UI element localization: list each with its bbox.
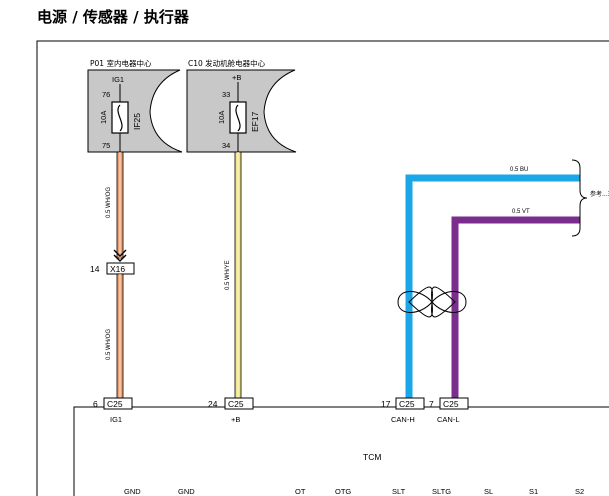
module-pin-label: GND <box>124 487 141 496</box>
module-name: TCM <box>363 452 381 462</box>
pin-signal: +B <box>231 415 240 424</box>
pin-number: 34 <box>222 141 230 150</box>
connector-name: C25 <box>228 399 244 409</box>
fuse-box-c10: C10 发动机舱电器中心 +B 33 10A EF17 34 <box>186 58 297 153</box>
pin-number: 24 <box>208 399 218 409</box>
wire-ig1: 0.5 WH/OG X16 14 0.5 WH/OG <box>90 151 135 399</box>
module-pin-label: SLTG <box>432 487 451 496</box>
pin-number: 76 <box>102 90 110 99</box>
twisted-pair-symbol <box>397 291 467 313</box>
module-pin-label: OTG <box>335 487 351 496</box>
pin-signal: IG1 <box>110 415 122 424</box>
fuse-box-label: C10 发动机舱电器中心 <box>188 58 266 68</box>
pin-number: 17 <box>381 399 391 409</box>
supply-label: +B <box>232 73 241 82</box>
fuse-box-p01: P01 室内电器中心 IG1 76 10A IF25 75 <box>87 58 183 153</box>
module-pin-label: SL <box>484 487 493 496</box>
reference-note: 参考...车载... <box>590 190 609 198</box>
tcm-pin-connector <box>103 397 133 410</box>
wire-can-h: 0.5 BU <box>405 167 580 398</box>
pin-number: 6 <box>93 399 98 409</box>
pin-number: 75 <box>102 141 110 150</box>
module-pin-label: S2 <box>575 487 584 496</box>
wire-b-plus: 0.5 WH/YE <box>225 151 242 399</box>
module-pin-label: S1 <box>529 487 538 496</box>
pin-signal: CAN-H <box>391 415 415 424</box>
module-pin-label: SLT <box>392 487 406 496</box>
tcm-pin-connector <box>224 397 254 410</box>
pin-number: 33 <box>222 90 230 99</box>
pin-number: 14 <box>90 264 100 274</box>
page-title: 电源 / 传感器 / 执行器 <box>37 8 189 26</box>
connector-name: C25 <box>107 399 123 409</box>
fuse-id: IF25 <box>132 113 142 130</box>
fuse-box-label: P01 室内电器中心 <box>90 58 152 68</box>
wire-label: 0.5 VT <box>512 209 530 215</box>
fuse-rating: 10A <box>217 111 226 124</box>
wire-can-l: 0.5 VT <box>451 209 580 398</box>
wire-label: 0.5 WH/YE <box>225 260 231 290</box>
module-pin-label: GND <box>178 487 195 496</box>
fuse-id: EF17 <box>250 111 260 132</box>
tcm-pin-connector <box>439 397 469 410</box>
connector-name: C25 <box>443 399 459 409</box>
connector-name: X16 <box>110 264 125 274</box>
wire-label: 0.5 WH/OG <box>106 329 112 360</box>
connector-name: C25 <box>399 399 415 409</box>
twisted-pair-symbol <box>408 286 456 318</box>
reference-brace <box>571 159 588 237</box>
supply-label: IG1 <box>112 75 124 84</box>
diagram-frame <box>36 40 609 496</box>
fuse-rating: 10A <box>99 111 108 124</box>
tcm-pin-connector <box>395 397 425 410</box>
pin-signal: CAN-L <box>437 415 460 424</box>
wire-label: 0.5 BU <box>510 167 528 173</box>
module-pin-label: OT <box>295 487 306 496</box>
pin-number: 7 <box>429 399 434 409</box>
wire-label: 0.5 WH/OG <box>106 187 112 218</box>
tcm-module: C25 6 IG1 C25 24 +B C25 17 CAN-H C25 7 C… <box>73 397 609 496</box>
